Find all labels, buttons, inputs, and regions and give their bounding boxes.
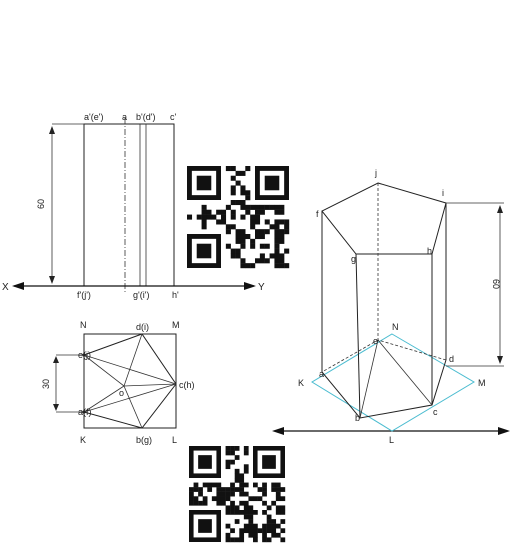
top-view: 30 N M K L e(j) d(i) c(h) b(g) a(f) o [41,320,195,445]
label-b-prime-d-prime: b'(d') [136,112,155,122]
top-corner-N: N [80,320,87,330]
label-a-f: a(f) [78,407,92,417]
qr-code-top [187,166,290,269]
axo-height-dim: 60 [491,279,501,289]
label-h-prime: h' [172,290,179,300]
axis-label-x: X [2,282,9,293]
top-view-square [83,333,177,429]
front-dim-arrow-top [49,126,55,134]
axo-plane-M: M [478,378,486,388]
top-dim-arrow-bottom [53,404,59,411]
top-corner-L: L [172,435,177,445]
axo-label-a: a [319,369,324,379]
axo-plane-N: N [392,322,399,332]
pentagon-radials [83,333,177,429]
label-a: a [122,112,127,122]
ground-arrow-left [272,427,284,435]
label-d-i: d(i) [136,322,149,332]
axo-label-c: c [433,407,438,417]
axis-arrow-right [244,282,256,290]
label-e-j: e(j) [78,350,91,360]
label-c-h: c(h) [179,380,195,390]
edge-g-b [355,253,361,419]
axo-label-j: j [374,168,377,178]
construct-e-b [359,339,379,419]
top-corner-M: M [172,320,180,330]
xy-axis: X Y [2,282,265,293]
axonometric-view: 60 j i f g h e d a b c N M K L [272,168,510,445]
label-c-prime: c' [170,112,177,122]
axo-plane-L: L [389,435,394,445]
front-view: 60 a'(e') a b'(d') c' f'(j') g'(i') h' [36,112,179,300]
ground-arrow-right [498,427,510,435]
top-width-dim: 30 [41,379,51,389]
front-view-outline [83,123,175,287]
base-plane-square [311,333,475,432]
axo-label-e: e [373,336,378,346]
qr-code-bottom [189,446,286,543]
axis-arrow-left [12,282,24,290]
axo-plane-K: K [298,378,304,388]
label-a-prime-e-prime: a'(e') [84,112,103,122]
bottom-pentagon-visible [321,359,447,419]
axis-label-y: Y [258,282,265,293]
top-pentagon [321,182,447,255]
front-dim-arrow-bottom [49,276,55,284]
label-b-g: b(g) [136,435,152,445]
axo-label-d: d [449,354,454,364]
bottom-pentagon-hidden [321,339,447,373]
construct-e-c [377,339,433,406]
front-height-dim: 60 [36,199,46,209]
label-o: o [119,388,124,398]
pentagon-outline [83,333,177,429]
top-dim-arrow-top [53,356,59,363]
axo-label-h: h [427,246,432,256]
axo-label-b: b [355,413,360,423]
axo-label-f: f [316,209,319,219]
axo-label-i: i [442,188,444,198]
axo-label-g: g [351,254,356,264]
axo-dim-arrow-top [497,205,503,213]
label-g-prime-i-prime: g'(i') [133,290,149,300]
axo-dim-arrow-bottom [497,356,503,364]
label-f-prime-j-prime: f'(j') [77,290,91,300]
top-corner-K: K [80,435,86,445]
